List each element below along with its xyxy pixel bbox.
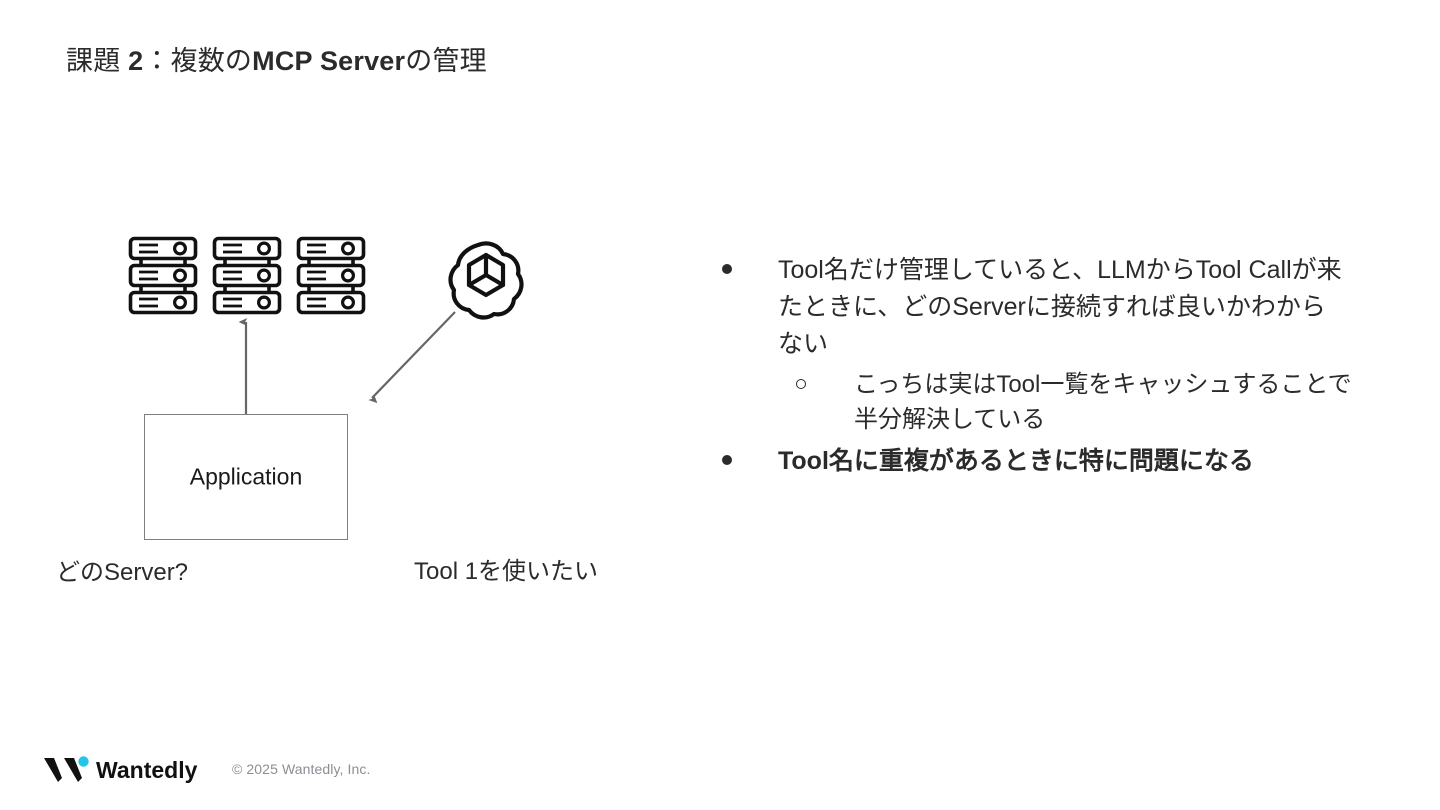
list-item: Tool名だけ管理していると、LLMからTool Callが来たときに、どのSe… <box>722 252 1362 363</box>
bullet-dot-icon <box>722 264 732 274</box>
wantedly-logo-icon: Wantedly <box>44 756 198 783</box>
server-icon-1 <box>128 236 198 315</box>
title-tail: の管理 <box>405 46 487 76</box>
slide-footer: Wantedly © 2025 Wantedly, Inc. <box>42 754 370 784</box>
architecture-diagram: どのServer? Tool 1を使いたい <box>0 200 700 600</box>
title-separator: ：複数の <box>143 46 253 76</box>
label-which-server: どのServer? <box>56 559 189 586</box>
list-item: Tool名に重複があるときに特に問題になる <box>722 443 1362 480</box>
application-box-label: Application <box>189 463 303 490</box>
bullet-circle-icon <box>796 379 806 389</box>
list-item-text: Tool名だけ管理していると、LLMからTool Callが来たときに、どのSe… <box>778 256 1342 358</box>
server-icon-3 <box>296 236 366 315</box>
bullet-marker <box>722 252 778 274</box>
title-number: 2 <box>128 46 144 76</box>
list-item-text: Tool名に重複があるときに特に問題になる <box>778 447 1254 476</box>
openai-logo-icon <box>448 241 524 320</box>
bullet-list: Tool名だけ管理していると、LLMからTool Callが来たときに、どのSe… <box>722 252 1362 484</box>
list-item: こっちは実はTool一覧をキャッシュすることで半分解決している <box>796 367 1362 437</box>
arrow-llm-to-application <box>368 311 456 404</box>
page-title: 課題 2：複数のMCP Serverの管理 <box>66 44 487 79</box>
copyright-text: © 2025 Wantedly, Inc. <box>232 761 371 777</box>
server-icon-2 <box>212 236 282 315</box>
bullet-marker <box>796 367 854 389</box>
bullet-dot-icon <box>722 455 732 466</box>
wantedly-wordmark: Wantedly <box>96 757 198 783</box>
diagram-graphics <box>128 236 524 414</box>
label-tool-request: Tool 1を使いたい <box>414 558 599 585</box>
wantedly-accent-dot <box>78 756 89 767</box>
title-prefix: 課題 <box>66 46 129 76</box>
wantedly-logo: Wantedly <box>42 754 218 784</box>
list-item-text: こっちは実はTool一覧をキャッシュすることで半分解決している <box>854 371 1352 434</box>
bullet-marker <box>722 443 778 466</box>
application-box: Application <box>144 414 348 540</box>
title-emphasis: MCP Server <box>252 46 406 76</box>
